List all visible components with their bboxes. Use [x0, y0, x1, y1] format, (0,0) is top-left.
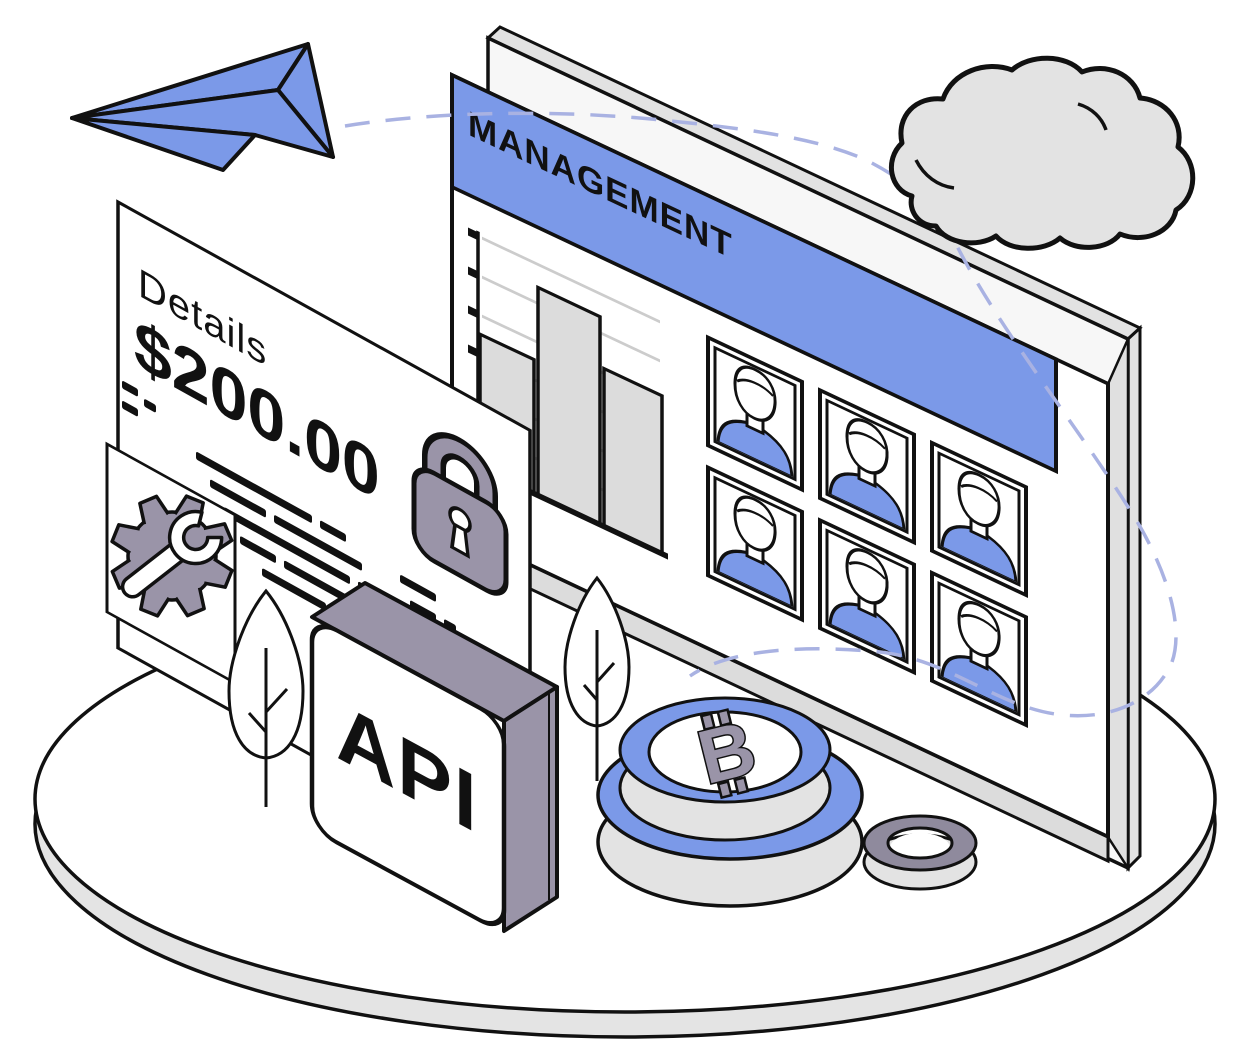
- tree-icon: [227, 588, 305, 807]
- dashed-flow-path: [344, 111, 1178, 718]
- api-cube-face: [309, 624, 507, 927]
- screen-right-sliver: [1106, 338, 1130, 873]
- wrench-icon: [120, 509, 224, 599]
- details-dashed-text-lines: [122, 381, 456, 672]
- settings-panel: [105, 441, 237, 686]
- bitcoin-coin: B: [596, 696, 864, 908]
- screen-right-edge: [1126, 324, 1142, 872]
- cloud-icon: [889, 55, 1196, 251]
- api-cube: API: [309, 581, 559, 933]
- tree-icon: [563, 575, 631, 781]
- management-screen: MANAGEMENT: [450, 25, 1143, 873]
- ring-token: [862, 814, 978, 891]
- ring-top: [862, 814, 978, 872]
- chart-axis-ticks: [468, 227, 478, 358]
- chart-bar: [602, 365, 664, 557]
- screen-face: MANAGEMENT: [450, 72, 1110, 840]
- chart-bar: [536, 284, 602, 528]
- lock-icon: [411, 432, 509, 596]
- paper-plane-icon: [70, 42, 335, 172]
- screen-header-bar: [450, 72, 1058, 475]
